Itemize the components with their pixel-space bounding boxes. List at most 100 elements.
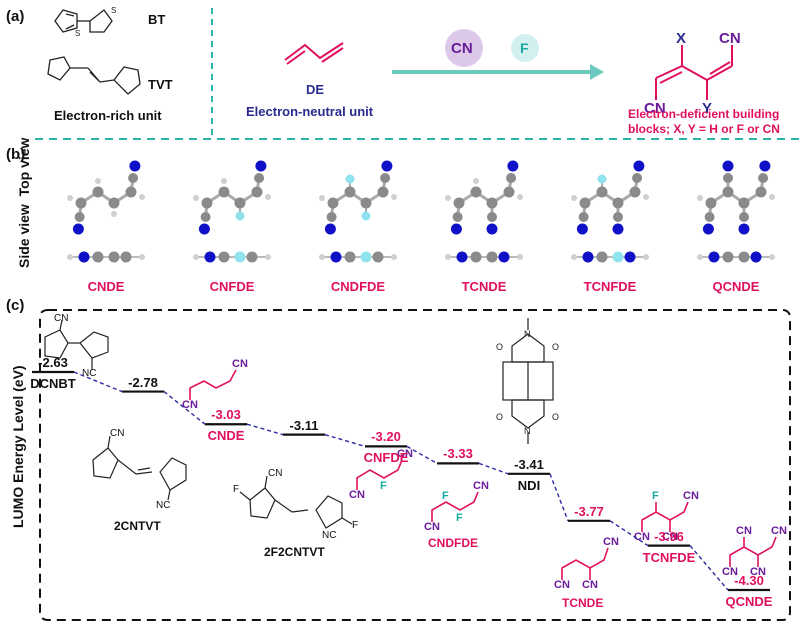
hydrogen-atom <box>193 195 199 201</box>
level-connector <box>163 391 206 425</box>
nitrogen-atom <box>507 160 519 172</box>
nitrogen-atom <box>576 223 588 235</box>
electron-rich-caption: Electron-rich unit <box>54 108 162 123</box>
level-value-tcnfde: -3.96 <box>654 528 684 544</box>
level-name-qcnde: QCNDE <box>725 594 773 609</box>
cnfde-cn-2: CN <box>349 489 365 501</box>
cndfde-f-1: F <box>442 490 449 502</box>
nitrogen-atom <box>324 223 336 235</box>
carbon-atom <box>739 212 749 222</box>
cnfde-f: F <box>380 480 387 492</box>
nitrogen-atom <box>129 160 141 172</box>
carbon-atom <box>705 197 717 209</box>
level-connector <box>478 462 509 475</box>
cnfde-cn-1: CN <box>397 448 413 460</box>
nitrogen-atom <box>722 160 734 172</box>
product-cn-bottom-label: CN <box>644 100 666 117</box>
carbon-atom <box>738 197 750 209</box>
dcnbt-nc-label: NC <box>82 368 97 379</box>
carbon-atom <box>377 186 389 198</box>
carbon-atom <box>75 197 87 209</box>
level-value-cnde: -3.03 <box>211 407 241 423</box>
carbon-atom <box>251 186 263 198</box>
level-connector <box>406 445 438 464</box>
side-nitrogen <box>582 251 594 263</box>
hydrogen-atom <box>111 211 117 217</box>
carbon-atom <box>758 173 769 183</box>
2cntvt-name: 2CNTVT <box>114 519 161 533</box>
qcnde-cn-3: CN <box>722 566 738 578</box>
tvt-label: TVT <box>148 77 173 92</box>
hydrogen-atom <box>67 195 73 201</box>
carbon-atom <box>327 197 339 209</box>
2cntvt-nc-label: NC <box>156 500 171 511</box>
fluorine-atom <box>345 174 355 184</box>
product-x-label: X <box>676 30 687 47</box>
level-value-cnfde: -3.20 <box>371 429 401 445</box>
level-value-dcnbt: -2.63 <box>38 355 68 370</box>
level-name-cnde: CNDE <box>207 428 245 444</box>
tcnde-cn-1: CN <box>603 536 619 548</box>
qcnde-cn-1: CN <box>736 525 752 537</box>
side-nitrogen <box>330 251 342 263</box>
de-label: DE <box>306 82 325 97</box>
hydrogen-atom <box>643 194 649 200</box>
fluorine-atom <box>235 211 245 221</box>
cndfde-cn-1: CN <box>473 480 489 492</box>
bt-label: BT <box>148 12 166 27</box>
molecule-name-cnde: CNDE <box>87 279 125 294</box>
dcnbt-structure <box>44 319 109 370</box>
tcnfde-cn-3: CN <box>662 531 678 543</box>
level-value-2cntvt: -2.78 <box>128 374 158 390</box>
level-connector <box>609 520 649 547</box>
carbon-atom <box>380 173 391 183</box>
carbon-atom <box>579 197 591 209</box>
panel-a-label: (a) <box>6 8 25 25</box>
hydrogen-atom <box>769 194 775 200</box>
f-badge: F <box>520 40 529 56</box>
product-y-label: Y <box>702 100 713 117</box>
tvt-structure <box>47 56 141 95</box>
side-nitrogen <box>78 251 90 263</box>
2f2cntvt-f-label-1: F <box>233 484 240 495</box>
nitrogen-atom <box>255 160 267 172</box>
2f2cntvt-cn-label: CN <box>268 468 283 479</box>
hydrogen-atom <box>319 195 325 201</box>
molecule-name-tcnde: TCNDE <box>461 279 507 294</box>
f-badge-circle <box>511 34 539 62</box>
tcnfde-cn-1: CN <box>683 490 699 502</box>
carbon-atom <box>326 212 337 222</box>
nitrogen-atom <box>381 160 393 172</box>
carbon-atom <box>453 197 465 209</box>
electron-neutral-caption: Electron-neutral unit <box>246 104 374 119</box>
deficient-caption-line1: Electron-deficient building <box>628 107 780 121</box>
level-connector <box>246 423 284 436</box>
carbon-atom <box>200 212 211 222</box>
qcnde-cn-2: CN <box>771 525 787 537</box>
svg-text:O: O <box>552 342 559 352</box>
molecule-model-qcnde <box>697 160 775 263</box>
molecule-model-tcnfde <box>571 160 649 263</box>
deficient-caption-line2: blocks; X, Y = H or F or CN <box>628 122 780 136</box>
side-nitrogen <box>204 251 216 263</box>
fluorine-atom <box>597 174 607 184</box>
panel-b-label: (b) <box>6 146 26 163</box>
panel-c-dashed-border <box>39 309 791 621</box>
svg-text:O: O <box>552 412 559 422</box>
cndfde-f-2: F <box>456 512 463 524</box>
carbon-atom <box>128 173 139 183</box>
product-cn-top-label: CN <box>719 30 741 47</box>
svg-text:N: N <box>524 329 531 339</box>
level-value-cndfde: -3.33 <box>443 446 473 462</box>
carbon-atom <box>218 186 230 198</box>
molecule-model-cnfde <box>193 160 271 263</box>
cndfde-name: CNDFDE <box>428 536 478 550</box>
2f2cntvt-nc-label: NC <box>322 530 337 541</box>
carbon-atom <box>234 197 246 209</box>
level-name-ndi: NDI <box>517 477 541 493</box>
carbon-atom <box>722 186 734 198</box>
molecule-name-tcnfde: TCNFDE <box>583 279 637 294</box>
